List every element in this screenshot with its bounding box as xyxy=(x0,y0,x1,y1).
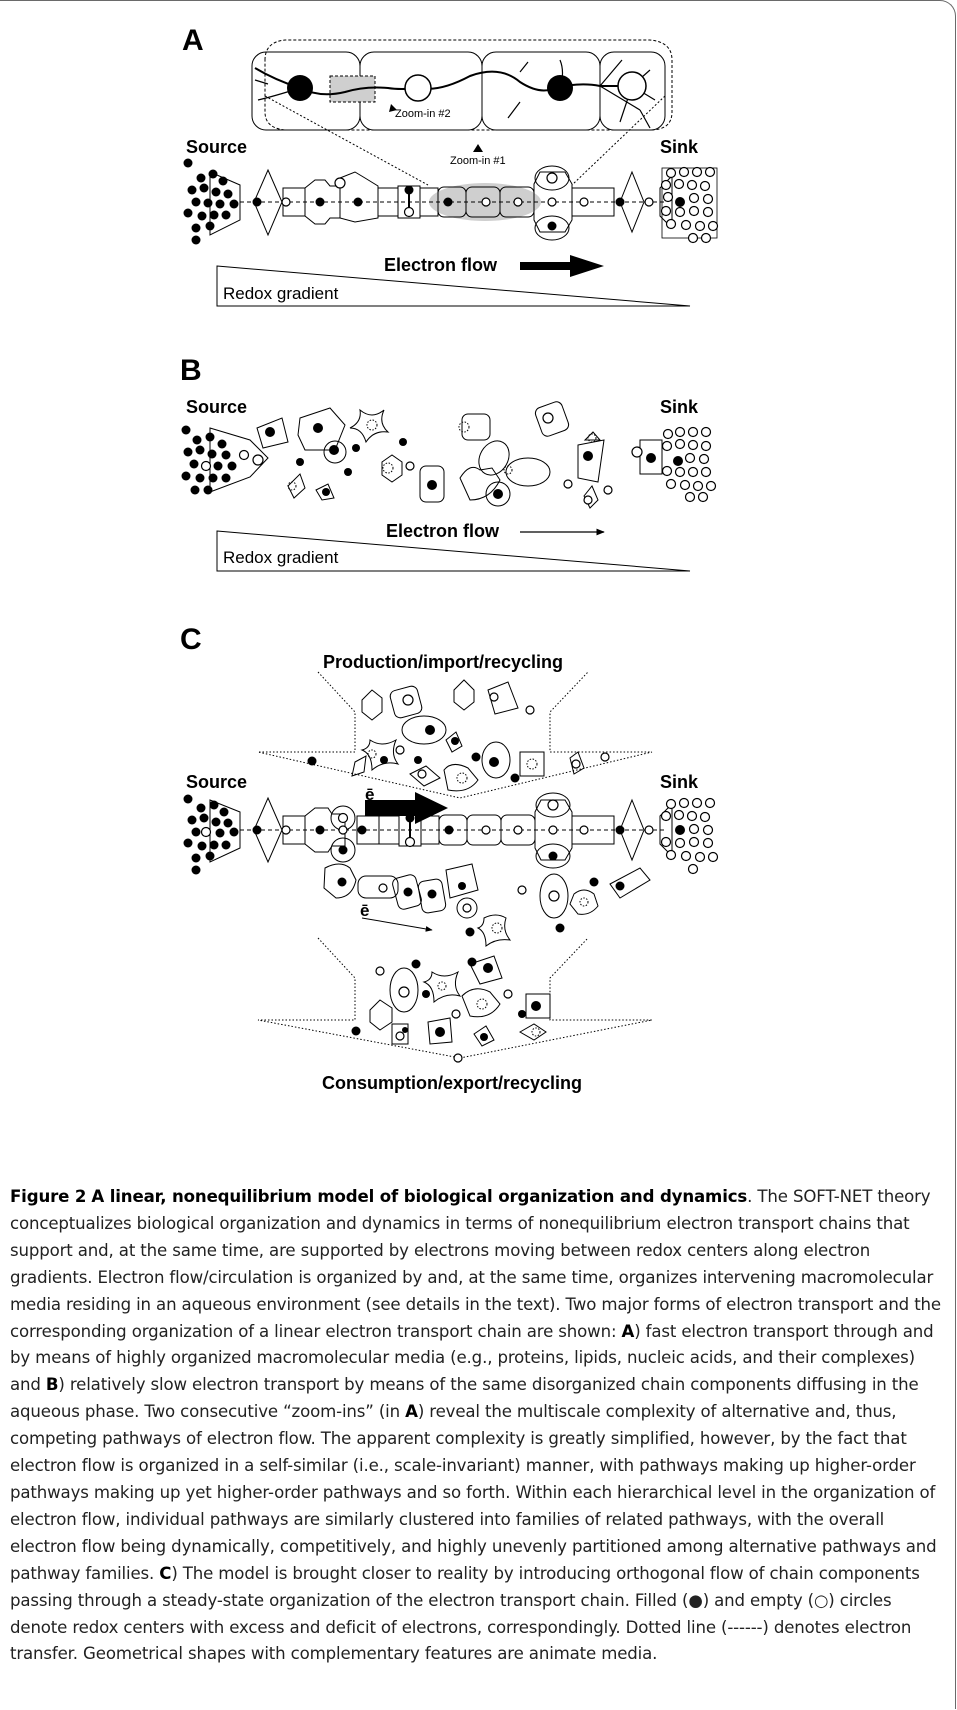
caption-text-4: ) reveal the multiscale complexity of al… xyxy=(10,1402,937,1583)
scattered-components-b xyxy=(181,401,717,509)
upper-flux-components xyxy=(307,679,610,792)
panel-c-production: Production/import/recycling xyxy=(323,652,563,672)
e-bar-label-2: ē xyxy=(360,901,369,920)
panel-b-electron-flow: Electron flow xyxy=(386,521,500,541)
caption-ref-b: B xyxy=(45,1375,59,1395)
upper-funnel xyxy=(257,671,653,799)
figure-diagram: A Zoom-in #2 Zoom-in #1 Source Sink xyxy=(180,24,719,1093)
zoom-in-2-label: Zoom-in #2 xyxy=(395,108,451,120)
lower-flux-components: ē xyxy=(323,863,651,948)
panel-b-sink: Sink xyxy=(660,397,699,417)
panel-b-redox-label: Redox gradient xyxy=(223,548,339,567)
chain-c: ē xyxy=(183,785,719,875)
panel-a-sink: Sink xyxy=(660,137,699,157)
caption-ref-a: A xyxy=(621,1321,635,1341)
panel-a-redox-wedge xyxy=(216,265,691,307)
panel-b-letter: B xyxy=(180,354,202,387)
lower-funnel xyxy=(257,937,653,1059)
panel-c: C Production/import/recycling Source Sin… xyxy=(180,623,719,1093)
panel-b: B Source Sink xyxy=(180,354,717,572)
panel-a: A Zoom-in #2 Zoom-in #1 Source Sink xyxy=(182,24,719,307)
bottom-flux-components xyxy=(351,955,551,1063)
panel-a-redox-label: Redox gradient xyxy=(223,284,339,303)
panel-b-redox-wedge xyxy=(216,530,691,572)
panel-a-electron-flow: Electron flow xyxy=(384,255,498,275)
panel-c-letter: C xyxy=(180,623,202,656)
panel-c-sink: Sink xyxy=(660,772,699,792)
caption-ref-c: C xyxy=(159,1563,172,1583)
caption-text-2: ) fast electron transport through and by… xyxy=(10,1321,934,1395)
panel-a-flow-arrow xyxy=(520,255,604,277)
caption-label: Figure 2 xyxy=(10,1187,87,1206)
caption-text-1: . The SOFT-NET theory conceptualizes bio… xyxy=(10,1187,941,1341)
figure-caption: Figure 2 A linear, nonequilibrium model … xyxy=(10,1184,948,1668)
panel-b-source: Source xyxy=(186,397,247,417)
caption-title: A linear, nonequilibrium model of biolog… xyxy=(91,1187,748,1206)
caption-text-3: ) relatively slow electron transport by … xyxy=(10,1375,919,1422)
zoom-in-box: Zoom-in #2 Zoom-in #1 xyxy=(251,39,673,186)
caption-text-5: ) The model is brought closer to reality… xyxy=(10,1563,920,1664)
caption-ref-a2: A xyxy=(405,1402,418,1422)
e-bar-label-1: ē xyxy=(365,785,374,804)
chain-a xyxy=(183,158,719,245)
panel-a-source: Source xyxy=(186,137,247,157)
zoom-in-1-label: Zoom-in #1 xyxy=(450,155,506,167)
panel-c-source: Source xyxy=(186,772,247,792)
panel-a-letter: A xyxy=(182,24,204,57)
panel-c-consumption: Consumption/export/recycling xyxy=(322,1073,582,1093)
